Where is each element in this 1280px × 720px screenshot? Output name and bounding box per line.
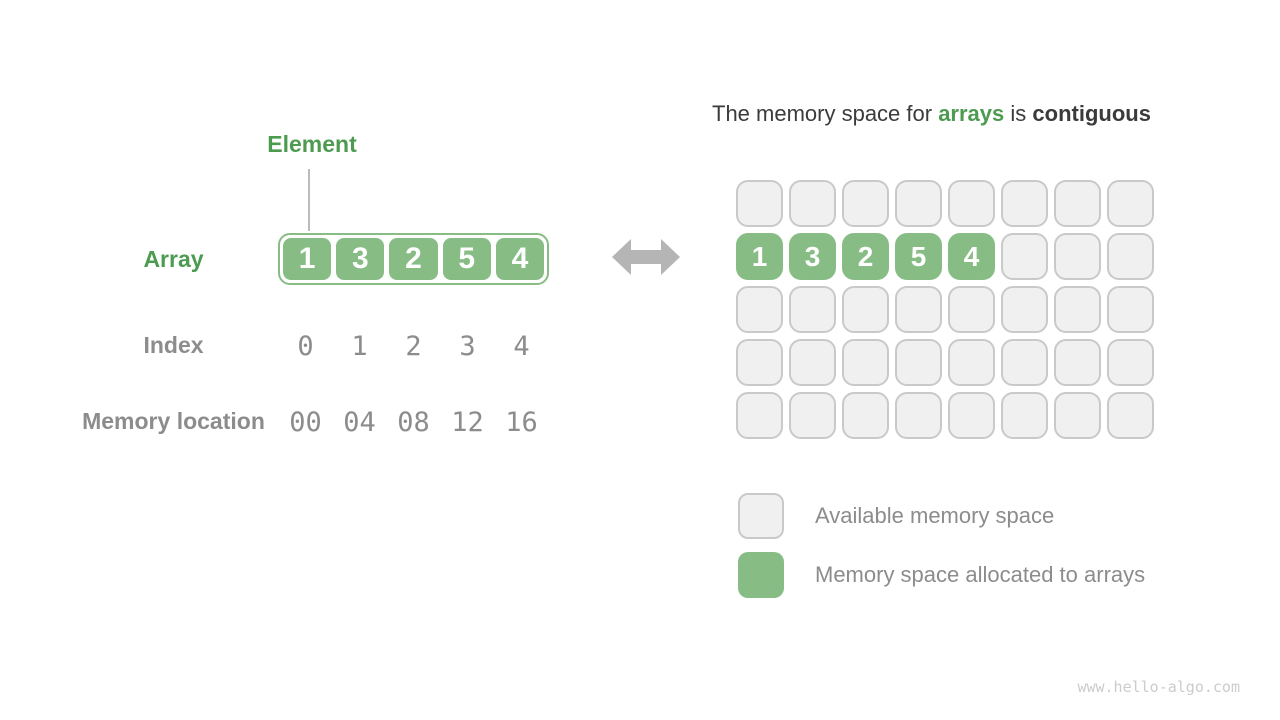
memory-cell (1107, 339, 1154, 386)
index-value: 4 (513, 331, 530, 362)
title-highlight: arrays (938, 101, 1005, 126)
index-value: 1 (351, 331, 368, 362)
memory-cell (736, 180, 783, 227)
memory-location-value: 00 (289, 407, 322, 438)
watermark: www.hello-algo.com (1077, 678, 1240, 696)
memory-cell (789, 286, 836, 333)
index-value: 3 (459, 331, 476, 362)
memory-cell (789, 392, 836, 439)
memory-cell (1054, 339, 1101, 386)
memory-cell (1001, 233, 1048, 280)
element-pointer-line (308, 169, 310, 231)
title-middle: is (1004, 101, 1033, 126)
memory-cell (895, 339, 942, 386)
available-swatch (738, 493, 784, 539)
memory-cell (736, 286, 783, 333)
memory-cell-allocated: 1 (736, 233, 783, 280)
memory-location-label: Memory location (82, 408, 265, 434)
memory-cell (736, 339, 783, 386)
memory-cell (1054, 392, 1101, 439)
memory-cell (1054, 180, 1101, 227)
memory-cell (1107, 180, 1154, 227)
memory-cell (1001, 286, 1048, 333)
array-cell: 3 (336, 238, 385, 280)
allocated-swatch (738, 552, 784, 598)
memory-cell-allocated: 4 (948, 233, 995, 280)
memory-cell (842, 339, 889, 386)
array-cell: 4 (495, 238, 545, 280)
memory-cell (895, 286, 942, 333)
memory-location-value: 12 (451, 407, 484, 438)
memory-cell (736, 392, 783, 439)
memory-cell-allocated: 3 (789, 233, 836, 280)
memory-cell (1001, 392, 1048, 439)
memory-cell (948, 339, 995, 386)
memory-location-value: 16 (505, 407, 538, 438)
memory-cell (842, 286, 889, 333)
title-emphasis: contiguous (1032, 101, 1151, 126)
legend-row: Memory space allocated to arrays (738, 552, 1145, 598)
memory-cell (895, 392, 942, 439)
memory-location-values: 00 04 08 12 16 (278, 407, 549, 438)
memory-cell (842, 180, 889, 227)
legend-label: Available memory space (815, 503, 1055, 528)
index-label: Index (143, 332, 204, 358)
memory-cell (948, 392, 995, 439)
array-cell: 2 (389, 238, 438, 280)
title-prefix: The memory space for (712, 101, 939, 126)
memory-cell (1001, 180, 1048, 227)
memory-cell (1107, 392, 1154, 439)
memory-cell-allocated: 2 (842, 233, 889, 280)
legend-row: Available memory space (738, 493, 1145, 539)
index-values: 0 1 2 3 4 (278, 331, 549, 362)
index-value: 2 (405, 331, 422, 362)
memory-location-value: 04 (343, 407, 376, 438)
element-label: Element (267, 131, 357, 157)
index-value: 0 (297, 331, 314, 362)
memory-cell (1107, 286, 1154, 333)
memory-cell (789, 180, 836, 227)
double-arrow-icon (612, 238, 680, 276)
array-label: Array (143, 246, 204, 272)
memory-cell (948, 286, 995, 333)
memory-cell-allocated: 5 (895, 233, 942, 280)
memory-cell (1001, 339, 1048, 386)
right-title: The memory space for arrays is contiguou… (712, 100, 1212, 128)
memory-cell (1054, 233, 1101, 280)
memory-cell (789, 339, 836, 386)
memory-cell (948, 180, 995, 227)
memory-cell (1107, 233, 1154, 280)
array-cell: 5 (442, 238, 491, 280)
legend-label: Memory space allocated to arrays (815, 562, 1146, 587)
memory-cell (895, 180, 942, 227)
memory-location-value: 08 (397, 407, 430, 438)
memory-cell (1054, 286, 1101, 333)
memory-cell (842, 392, 889, 439)
array-cell: 1 (283, 238, 332, 280)
